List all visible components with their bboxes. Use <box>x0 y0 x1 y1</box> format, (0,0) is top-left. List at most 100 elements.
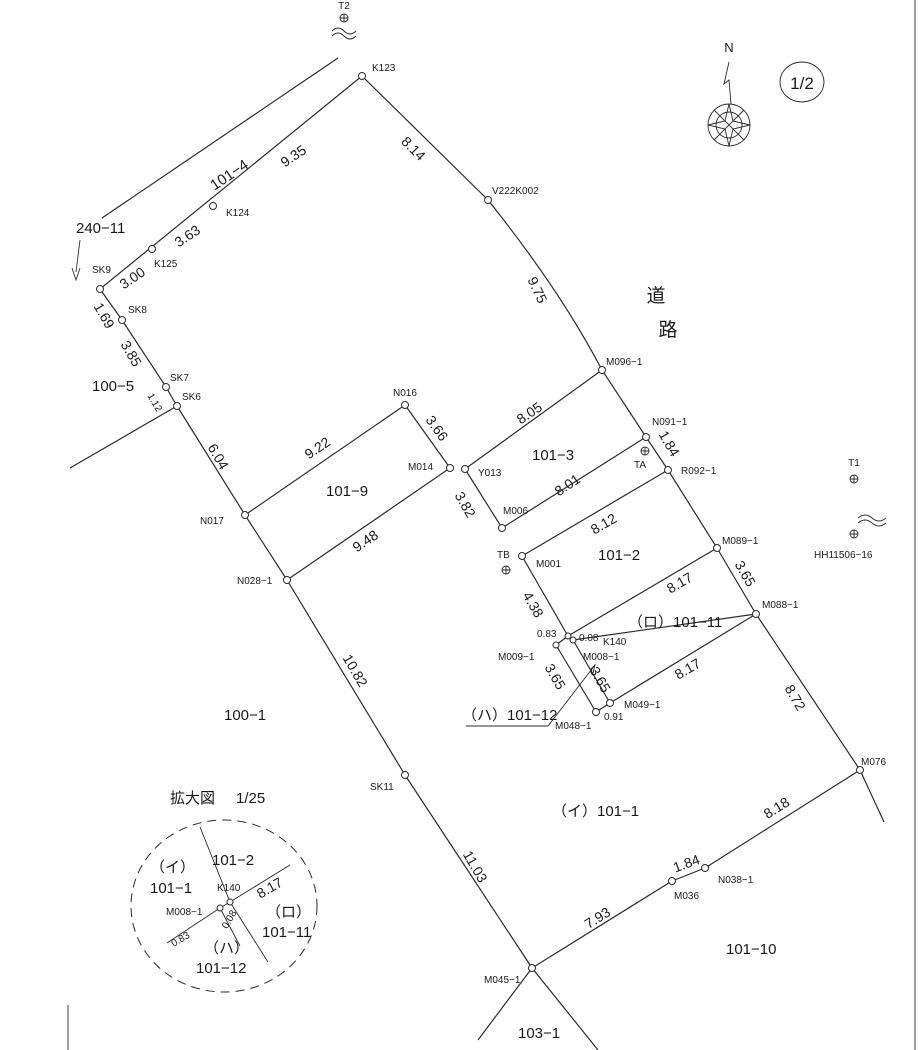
label-k123: K123 <box>372 63 396 74</box>
lot-101-4: 101−4 <box>207 156 251 194</box>
distance-8-18: 8.18 <box>761 794 793 822</box>
distance-3-66: 3.66 <box>423 412 452 444</box>
distance-labels: 8.14 9.35 3.63 3.00 1.69 3.85 1.12 6.04 … <box>91 133 810 932</box>
label-ta: TA <box>634 460 646 471</box>
label-sk9: SK9 <box>92 265 111 276</box>
distance-11-03: 11.03 <box>460 848 491 886</box>
label-m048-1: M048−1 <box>555 721 592 732</box>
label-n028-1: N028−1 <box>237 576 273 587</box>
point-m001 <box>518 552 526 560</box>
distance-1-84-b: 1.84 <box>671 851 702 875</box>
distance-8-72: 8.72 <box>782 682 810 714</box>
label-m006: M006 <box>503 506 528 517</box>
point-k123 <box>358 72 366 80</box>
point-m088-1 <box>752 610 760 618</box>
road-label-2: 路 <box>658 319 677 341</box>
lot-103-1: 103−1 <box>518 1025 560 1042</box>
lot-101-3: 101−3 <box>532 447 574 464</box>
lot-101-12: （ハ）101−12 <box>462 707 557 724</box>
enlarged-lot-101-2: 101−2 <box>212 852 254 869</box>
distance-9-35: 9.35 <box>277 141 309 170</box>
north-arrow-icon: N <box>707 40 751 147</box>
enlarged-ro-lot: 101−11 <box>262 924 311 941</box>
distance-8-17-a: 8.17 <box>664 569 696 597</box>
lot-101-9: 101−9 <box>326 483 368 500</box>
label-m008-1: M008−1 <box>583 652 620 663</box>
distance-3-82: 3.82 <box>452 489 480 521</box>
sheet-number-text: 1/2 <box>790 74 814 93</box>
distance-3-00: 3.00 <box>116 263 148 292</box>
point-m096-1 <box>598 366 606 374</box>
distance-10-82: 10.82 <box>340 651 371 690</box>
enlarged-distance-8-17: 8.17 <box>254 874 286 902</box>
point-sk9 <box>96 285 104 293</box>
label-m089-1: M089−1 <box>722 536 759 547</box>
label-k124: K124 <box>226 208 250 219</box>
label-m001: M001 <box>536 559 561 570</box>
enlarged-i-lot: 101−1 <box>150 880 192 897</box>
label-m088-1: M088−1 <box>762 600 799 611</box>
point-labels: K123 V222K002 K124 K125 SK9 SK8 SK7 SK6 … <box>92 63 886 986</box>
point-m045-1 <box>528 964 536 972</box>
point-k124 <box>209 202 217 210</box>
lot-240-11: 240−11 <box>76 220 125 237</box>
distance-9-48: 9.48 <box>349 526 381 555</box>
point-sk6 <box>173 402 181 410</box>
point-r092-1 <box>664 466 672 474</box>
label-m036: M036 <box>674 891 699 902</box>
point-k125 <box>148 245 156 253</box>
distance-8-17-b: 8.17 <box>672 655 704 683</box>
distance-0-91: 0.91 <box>604 712 624 723</box>
enlarged-view: 拡大図 1/25 （イ） 101−1 101−2 K140 8.17 M008−… <box>130 790 318 993</box>
point-m036 <box>668 877 676 885</box>
lot-101-2: 101−2 <box>598 547 640 564</box>
benchmark-tb-icon <box>501 565 511 575</box>
road-label-1: 道 <box>646 285 665 307</box>
distance-3-65-b: 3.65 <box>542 661 570 693</box>
benchmark-ta-icon <box>640 446 650 456</box>
label-r092-1: R092−1 <box>681 466 717 477</box>
label-sk8: SK8 <box>128 305 147 316</box>
point-label-t2: T2 <box>338 1 350 12</box>
enlarged-scale: 1/25 <box>236 790 265 807</box>
distance-3-85: 3.85 <box>118 338 146 370</box>
label-n038-1: N038−1 <box>718 875 754 886</box>
enlarged-i: （イ） <box>150 859 195 876</box>
distance-1-12: 1.12 <box>145 392 164 415</box>
point-sk7 <box>162 383 170 391</box>
distance-3-63: 3.63 <box>171 221 203 250</box>
label-v222k002: V222K002 <box>492 186 539 197</box>
distance-0-08: 0.08 <box>579 633 599 644</box>
point-n038-1 <box>701 864 709 872</box>
distance-1-69: 1.69 <box>91 300 119 332</box>
distance-3-65-a: 3.65 <box>732 558 760 590</box>
label-tb: TB <box>497 550 510 561</box>
point-m048-1 <box>592 708 600 716</box>
enlarged-ro: （ロ） <box>266 904 311 921</box>
point-sk8 <box>118 316 126 324</box>
point-m089-1 <box>713 544 721 552</box>
point-y013 <box>461 465 469 473</box>
label-sk7: SK7 <box>170 373 189 384</box>
lot-100-5: 100−5 <box>92 378 134 395</box>
sheet-number: 1/2 <box>779 61 825 103</box>
point-n028-1 <box>283 576 291 584</box>
distance-0-83: 0.83 <box>537 629 557 640</box>
point-k140 <box>564 632 572 640</box>
enlarged-distance-0-83: 0.83 <box>170 930 193 949</box>
label-m045-1: M045−1 <box>484 975 521 986</box>
label-k125: K125 <box>154 259 178 270</box>
survey-points <box>96 72 864 972</box>
boundary-lines <box>69 57 885 1050</box>
benchmark-t1: T1 HH11506−16 <box>814 458 887 561</box>
enlarged-m008-1: M008−1 <box>166 907 203 918</box>
north-label: N <box>724 40 733 55</box>
distance-8-01: 8.01 <box>551 470 583 499</box>
point-sk11 <box>401 771 409 779</box>
lot-100-1: 100−1 <box>224 707 266 724</box>
point-n017 <box>241 511 249 519</box>
point-n016 <box>401 401 409 409</box>
label-m049-1: M049−1 <box>624 700 661 711</box>
enlarged-k140: K140 <box>217 883 241 894</box>
point-label-hh11506-16: HH11506−16 <box>814 550 873 561</box>
